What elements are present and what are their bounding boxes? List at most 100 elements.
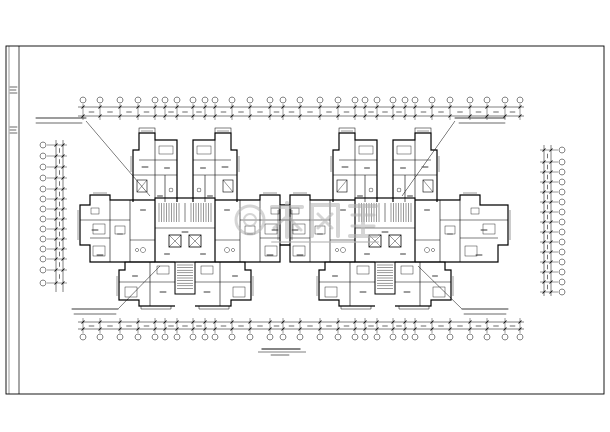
axis-bubble-left xyxy=(39,279,47,287)
axis-bubble-bottom xyxy=(201,333,209,341)
axis-bubble-bottom xyxy=(516,333,524,341)
dimension-tick xyxy=(549,220,553,224)
dimension-tick xyxy=(54,154,58,158)
bed-furniture xyxy=(124,286,138,298)
dimension-tick xyxy=(61,176,65,180)
bath-fixture xyxy=(368,187,374,193)
dimension-tick xyxy=(98,114,102,118)
dimension-tick xyxy=(118,320,122,324)
dimension-tick xyxy=(230,105,234,109)
dimension-tick xyxy=(54,187,58,191)
axis-bubble-top xyxy=(466,96,474,104)
dimension-tick xyxy=(353,114,357,118)
axis-bubble-top xyxy=(246,96,254,104)
axis-bubble-bottom xyxy=(189,333,197,341)
dimension-tick xyxy=(230,327,234,331)
dimension-tick xyxy=(503,105,507,109)
dimension-tick xyxy=(391,114,395,118)
dimension-lines xyxy=(47,104,558,333)
axis-bubble-left xyxy=(39,215,47,223)
dimension-tick xyxy=(503,327,507,331)
axis-bubble-top xyxy=(316,96,324,104)
dimension-tick xyxy=(503,320,507,324)
axis-bubble-top xyxy=(211,96,219,104)
axis-bubble-bottom xyxy=(173,333,181,341)
axis-bubble-top xyxy=(228,96,236,104)
dimension-tick xyxy=(363,114,367,118)
dimension-tick xyxy=(153,114,157,118)
dimension-tick xyxy=(298,114,302,118)
dimension-tick xyxy=(468,327,472,331)
stair-box-diagonal xyxy=(222,179,234,193)
dimension-tick xyxy=(430,114,434,118)
dimension-tick xyxy=(81,327,85,331)
dimension-tick xyxy=(430,327,434,331)
bath-fixture xyxy=(196,187,202,193)
dimension-tick xyxy=(298,327,302,331)
axis-bubble-right xyxy=(558,248,566,256)
bed-furniture xyxy=(292,223,306,235)
dimension-tick xyxy=(542,170,546,174)
dimension-tick xyxy=(485,105,489,109)
dimension-tick xyxy=(549,170,553,174)
furniture xyxy=(356,265,370,275)
axis-bubble-top xyxy=(501,96,509,104)
apartment-bottom-wall xyxy=(118,261,175,307)
axis-bubble-right xyxy=(558,146,566,154)
stair-strip-wall xyxy=(174,261,196,295)
axis-bubbles xyxy=(39,96,566,341)
elevator-shaft xyxy=(168,234,182,248)
axis-bubble-bottom xyxy=(79,333,87,341)
axis-bubble-left xyxy=(39,235,47,243)
dimension-tick xyxy=(485,327,489,331)
dimension-tick xyxy=(213,320,217,324)
drawing-frame xyxy=(5,45,605,395)
dimension-tick xyxy=(549,148,553,152)
axis-bubble-top xyxy=(161,96,169,104)
dimension-tick xyxy=(61,143,65,147)
dimension-tick xyxy=(136,105,140,109)
dimension-tick xyxy=(448,114,452,118)
axis-bubble-left xyxy=(39,245,47,253)
elevator-shaft xyxy=(188,234,202,248)
stair-box xyxy=(336,179,348,193)
apartment-wing-wall xyxy=(415,194,509,263)
bed-furniture xyxy=(432,286,446,298)
furniture xyxy=(396,145,412,155)
dimension-tick xyxy=(61,187,65,191)
dimension-tick xyxy=(61,268,65,272)
axis-bubble-bottom xyxy=(266,333,274,341)
axis-bubble-top xyxy=(428,96,436,104)
dimension-tick xyxy=(118,105,122,109)
dimension-tick xyxy=(549,190,553,194)
axis-bubble-bottom xyxy=(296,333,304,341)
balcony-rail xyxy=(338,127,356,134)
axis-bubble-right xyxy=(558,218,566,226)
furniture xyxy=(358,145,374,155)
dimension-tick xyxy=(81,105,85,109)
leader-line xyxy=(401,120,456,197)
dimension-tick xyxy=(281,114,285,118)
dimension-tick xyxy=(542,260,546,264)
dimension-tick xyxy=(81,114,85,118)
dimension-tick xyxy=(542,250,546,254)
dimension-tick xyxy=(61,207,65,211)
bath-fixture xyxy=(231,248,235,252)
dimension-tick xyxy=(336,114,340,118)
dimension-tick xyxy=(549,280,553,284)
dimension-tick xyxy=(542,220,546,224)
dimension-tick xyxy=(61,227,65,231)
dimension-tick xyxy=(448,105,452,109)
dimension-tick xyxy=(298,320,302,324)
dimension-tick xyxy=(268,114,272,118)
dimension-tick xyxy=(213,327,217,331)
dimension-tick xyxy=(163,327,167,331)
axis-bubble-bottom xyxy=(361,333,369,341)
furniture xyxy=(470,207,480,215)
axis-bubble-right xyxy=(558,288,566,296)
apartment-bottom-wall xyxy=(195,261,252,307)
axis-bubble-right xyxy=(558,168,566,176)
dimension-tick xyxy=(118,327,122,331)
